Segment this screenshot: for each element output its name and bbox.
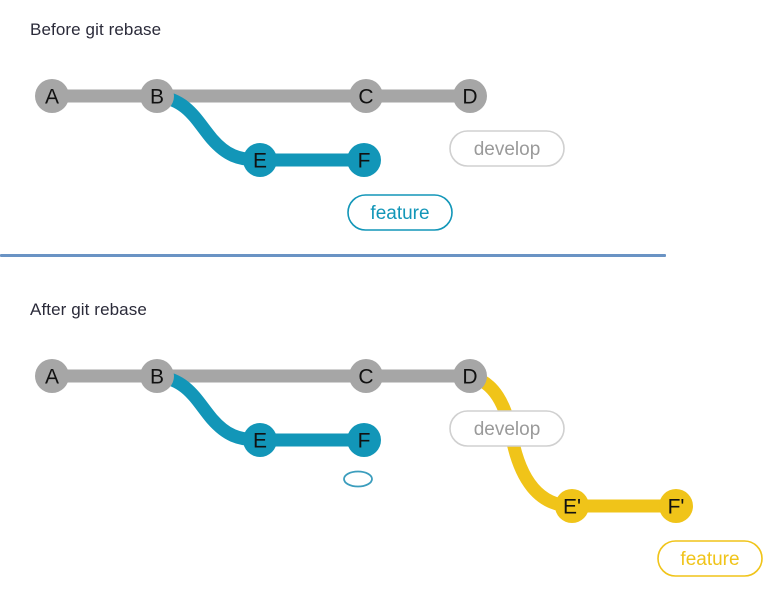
before-commit-e[interactable]: E: [243, 143, 277, 177]
commit-node-circle[interactable]: [555, 489, 589, 523]
pill-background[interactable]: [449, 410, 565, 447]
commit-node-circle[interactable]: [349, 79, 383, 113]
panel-divider: [0, 254, 666, 257]
after-commit-e-prime[interactable]: E': [555, 489, 589, 523]
after-develop-branch-label[interactable]: develop: [449, 410, 565, 447]
after-commit-f-prime[interactable]: F': [659, 489, 693, 523]
before-commit-f[interactable]: F: [347, 143, 381, 177]
pill-background[interactable]: [347, 194, 453, 231]
commit-node-circle[interactable]: [453, 79, 487, 113]
pill-background[interactable]: [657, 540, 763, 577]
commit-node-circle[interactable]: [35, 359, 69, 393]
commit-node-circle[interactable]: [659, 489, 693, 523]
pill-label: feature: [370, 203, 429, 224]
commit-node-circle[interactable]: [243, 423, 277, 457]
commit-node-circle[interactable]: [347, 143, 381, 177]
pill-label: develop: [474, 419, 541, 440]
before-commit-d[interactable]: D: [453, 79, 487, 113]
after-commit-c[interactable]: C: [349, 359, 383, 393]
after-commit-d[interactable]: D: [453, 359, 487, 393]
commit-node-circle[interactable]: [243, 143, 277, 177]
after-commit-a[interactable]: A: [35, 359, 69, 393]
after-commit-e[interactable]: E: [243, 423, 277, 457]
after-commit-b[interactable]: B: [140, 359, 174, 393]
before-commit-b[interactable]: B: [140, 79, 174, 113]
after-feature-branch-label[interactable]: feature: [657, 540, 763, 577]
before-feature-branch-label[interactable]: feature: [347, 194, 453, 231]
pill-label: develop: [474, 139, 541, 160]
before-develop-branch-label[interactable]: develop: [449, 130, 565, 167]
commit-node-circle[interactable]: [35, 79, 69, 113]
panel-title-after: After git rebase: [30, 300, 147, 319]
commit-node-circle[interactable]: [453, 359, 487, 393]
commit-node-circle[interactable]: [140, 359, 174, 393]
pill-label: feature: [680, 549, 739, 570]
commit-node-circle[interactable]: [140, 79, 174, 113]
before-commit-c[interactable]: C: [349, 79, 383, 113]
commit-node-circle[interactable]: [349, 359, 383, 393]
commit-node-circle[interactable]: [347, 423, 381, 457]
after-commit-f[interactable]: F: [347, 423, 381, 457]
before-commit-a[interactable]: A: [35, 79, 69, 113]
detached-branch-ellipse-icon: [343, 470, 373, 488]
panel-title-before: Before git rebase: [30, 20, 162, 39]
pill-background[interactable]: [449, 130, 565, 167]
